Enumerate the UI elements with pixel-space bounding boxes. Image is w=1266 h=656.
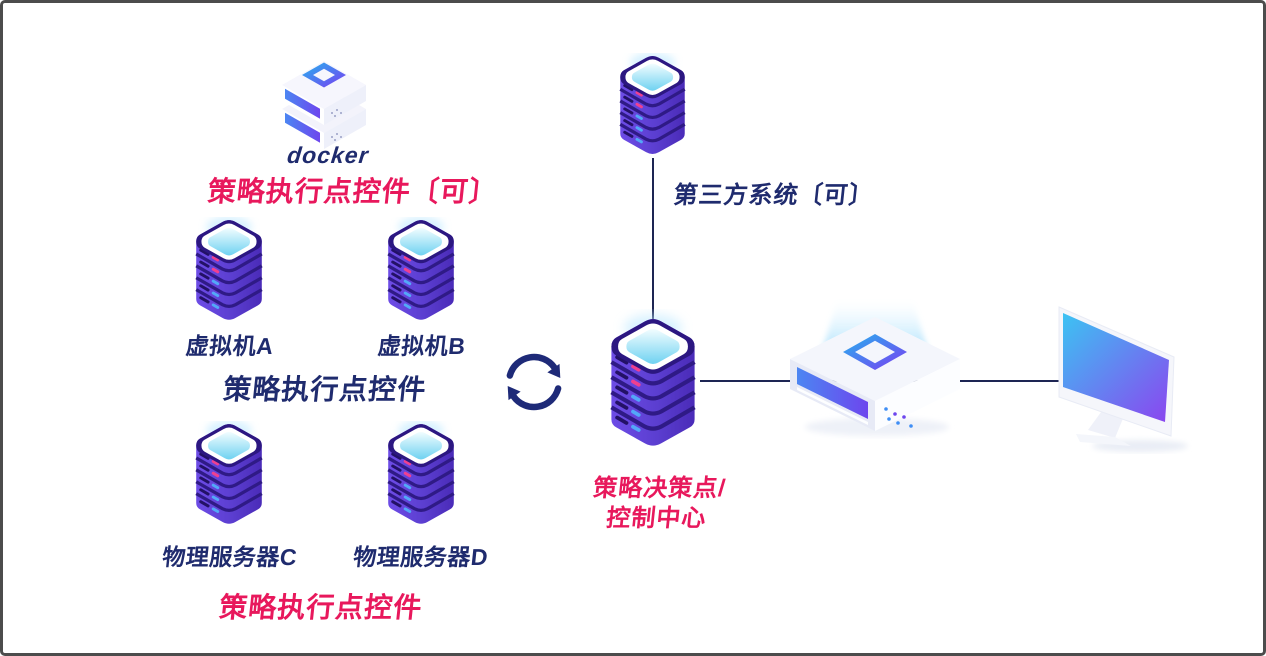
vm-a-label: 虚拟机A [184,333,275,359]
vm-b-label: 虚拟机B [376,333,467,359]
physical-caption: 策略执行点控件 [217,592,424,623]
third-party-server-icon [612,53,693,161]
server-d-label: 物理服务器D [352,544,490,570]
server-d-icon [380,421,462,531]
docker-label: docker [285,142,371,168]
control-device-icon [785,297,965,439]
vm-caption: 策略执行点控件 [221,374,428,405]
docker-caption: 策略执行点控件〔可〕 [206,176,500,207]
control-center-label-line2: 控制中心 [605,505,708,532]
third-party-label: 第三方系统〔可〕 [672,182,876,209]
docker-icon [269,49,379,151]
vm-a-icon [188,217,270,327]
control-center-label: 策略决策点/ 控制中心 [589,474,728,534]
monitor-icon [1058,306,1193,454]
server-c-icon [188,421,270,531]
control-center-label-line1: 策略决策点/ [591,475,728,502]
server-c-label: 物理服务器C [161,544,299,570]
vm-b-icon [380,217,462,327]
control-server-icon [601,309,705,461]
sync-icon [497,341,571,423]
